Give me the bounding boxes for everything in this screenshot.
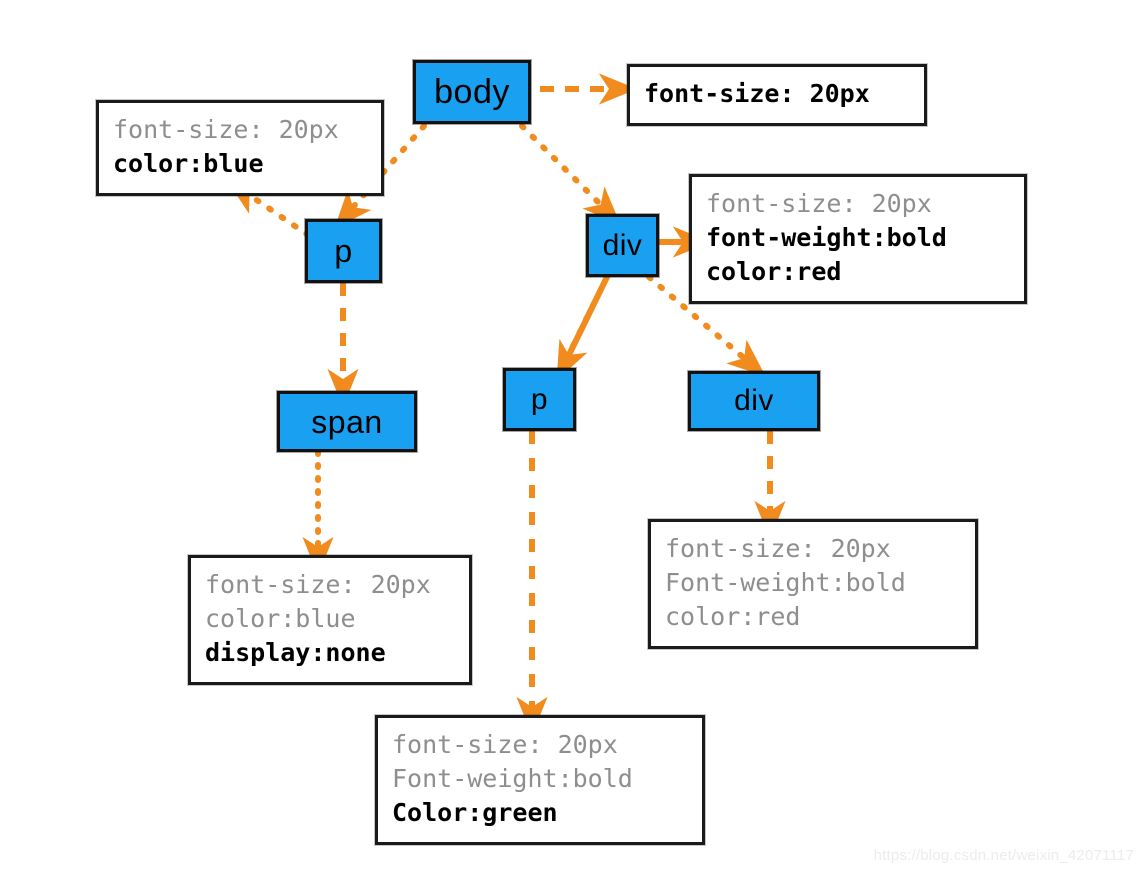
- note-p-level1-styles: font-size: 20px color:blue: [96, 100, 384, 196]
- edge-body-to-div1: [519, 123, 621, 225]
- note-body-line-0: font-size: 20px: [644, 79, 870, 108]
- edge-div1-to-p2: [556, 275, 610, 381]
- watermark: https://blog.csdn.net/weixin_42071117: [873, 847, 1134, 864]
- note-div-level1-line-2: color:red: [706, 257, 842, 286]
- node-span[interactable]: span: [277, 391, 417, 452]
- node-p-level2[interactable]: p: [503, 368, 576, 431]
- edge-p1-to-note: [226, 179, 311, 238]
- node-p-level2-label: p: [530, 382, 549, 416]
- note-span-line-0: font-size: 20px: [205, 570, 431, 599]
- node-body-label: body: [434, 73, 510, 111]
- note-div-level2-line-2: color:red: [665, 602, 801, 631]
- note-p-level2-line-1: Font-weight:bold: [392, 764, 633, 793]
- node-body[interactable]: body: [413, 60, 531, 124]
- note-div-level1-line-0: font-size: 20px: [706, 189, 932, 218]
- note-p-level2-line-0: font-size: 20px: [392, 730, 618, 759]
- note-span-line-2: display:none: [205, 638, 386, 667]
- note-p-level1-line-0: font-size: 20px: [113, 115, 339, 144]
- node-span-label: span: [311, 403, 383, 440]
- node-div-level2-label: div: [734, 384, 774, 417]
- node-p-level1-label: p: [334, 233, 353, 269]
- note-body-styles: font-size: 20px: [627, 64, 927, 126]
- note-div-level1-line-1: font-weight:bold: [706, 223, 947, 252]
- node-p-level1[interactable]: p: [305, 219, 382, 283]
- note-span-styles: font-size: 20px color:blue display:none: [188, 555, 472, 685]
- note-div-level2-line-0: font-size: 20px: [665, 534, 891, 563]
- note-div-level2-line-1: Font-weight:bold: [665, 568, 906, 597]
- node-div-level1-label: div: [602, 228, 643, 262]
- note-div-level1-styles: font-size: 20px font-weight:bold color:r…: [689, 174, 1027, 304]
- note-p-level2-line-2: Color:green: [392, 798, 558, 827]
- note-div-level2-styles: font-size: 20px Font-weight:bold color:r…: [648, 519, 978, 649]
- note-span-line-1: color:blue: [205, 604, 356, 633]
- edge-div1-to-p2-dots: [563, 274, 610, 363]
- node-div-level2[interactable]: div: [688, 371, 820, 431]
- note-p-level1-line-1: color:blue: [113, 149, 264, 178]
- node-div-level1[interactable]: div: [586, 214, 659, 277]
- note-p-level2-styles: font-size: 20px Font-weight:bold Color:g…: [375, 715, 705, 845]
